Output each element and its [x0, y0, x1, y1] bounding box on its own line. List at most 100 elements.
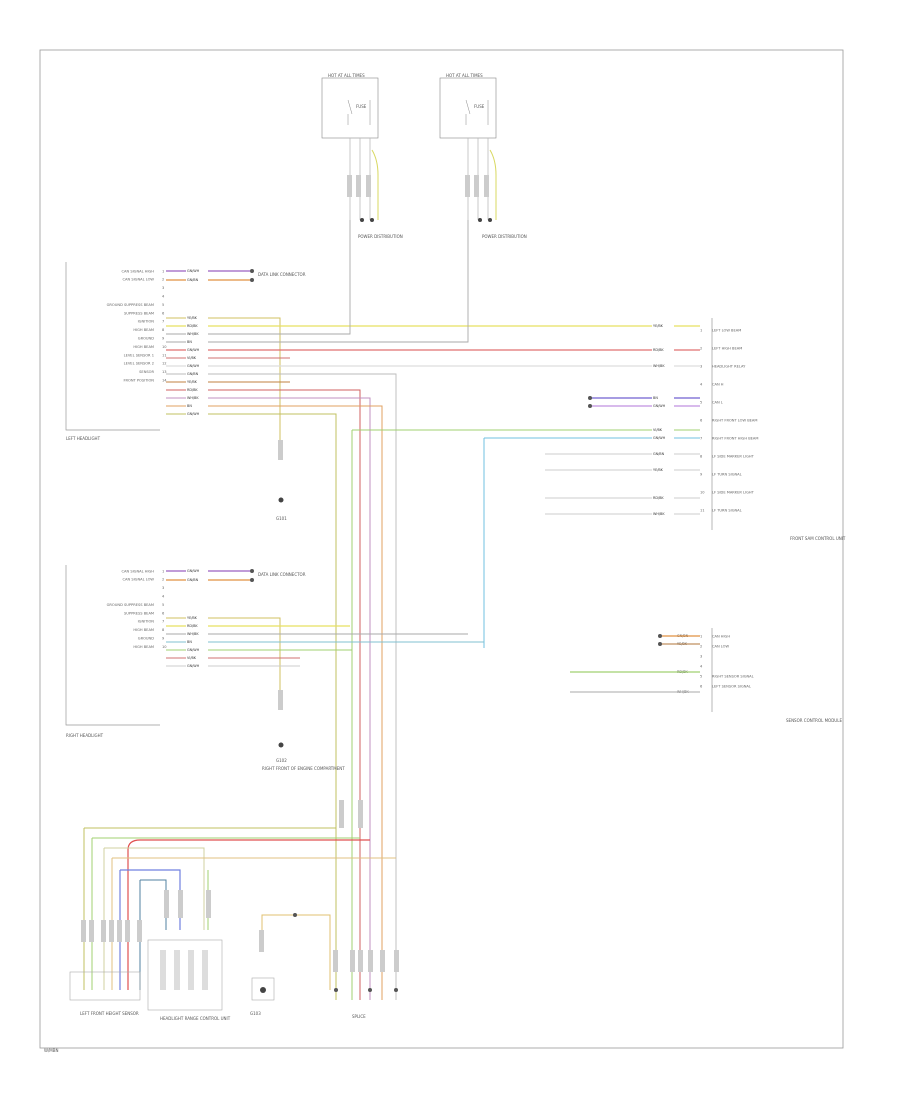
ground-g103: G103	[250, 913, 331, 1016]
wire-label-box	[186, 355, 208, 360]
wire-color-label: BN	[187, 340, 192, 344]
wire-color-label: RD/BK	[653, 348, 664, 352]
pin-label: CAN SIGNAL HIGH	[122, 269, 155, 273]
pin-number: 10	[700, 490, 705, 494]
wire-label-box	[186, 379, 208, 384]
pin-label: LEVEL SENSOR 1	[124, 353, 154, 357]
pin-number: 8	[700, 454, 703, 458]
wire-label-box	[186, 277, 208, 282]
wire-label-box	[652, 347, 674, 352]
wire-label-box	[652, 467, 674, 472]
pin-number: 2	[700, 346, 702, 350]
wire-color-label: GN/BN	[187, 578, 199, 582]
pin-label: LF SIDE MARKER LIGHT	[712, 490, 755, 494]
pin-number: 10	[162, 345, 167, 349]
wire-color-label: RD/BK	[187, 388, 198, 392]
svg-text:G101: G101	[276, 516, 287, 521]
wire-label-box	[186, 568, 208, 573]
pin-number: 6	[162, 611, 165, 615]
wire-color-label: WH/BK	[187, 396, 199, 400]
wire-label-box	[186, 655, 208, 660]
pin-label: HIGH BEAM	[133, 345, 154, 349]
wire-label-box	[652, 451, 674, 456]
wire-label-box	[652, 511, 674, 516]
wire-color-label: BN	[187, 404, 192, 408]
pin-label: RIGHT FRONT HIGH BEAM	[712, 436, 759, 440]
svg-text:HOT AT ALL TIMES: HOT AT ALL TIMES	[328, 73, 365, 78]
wire-color-label: GN/WH	[653, 404, 666, 408]
wire-color-label: RD/BK	[187, 324, 198, 328]
wire-color-label: YE/BK	[653, 324, 664, 328]
wire-color-label: GN/WH	[187, 664, 200, 668]
wire-label-box	[186, 631, 208, 636]
wire-label-box	[186, 363, 208, 368]
pin-number: 7	[162, 620, 164, 624]
pin-label: CAN H	[712, 382, 724, 386]
pin-label: LEVEL SENSOR 2	[124, 362, 154, 366]
wire-color-label: GN/BN	[653, 452, 665, 456]
wire-label-box	[186, 339, 208, 344]
pin-number: 4	[700, 382, 703, 386]
pin-label: CAN LOW	[712, 644, 730, 648]
wire-label-box	[652, 395, 674, 400]
pin-label: CAN L	[712, 400, 723, 404]
pin-label: IGNITION	[138, 620, 155, 624]
wire-label-box	[652, 363, 674, 368]
headlight-range-control-unit: HEADLIGHT RANGE CONTROL UNIT	[147, 890, 231, 1021]
pin-number: 3	[162, 286, 164, 290]
wire-color-label: GN/WH	[187, 648, 200, 652]
pin-number: 13	[162, 370, 167, 374]
pin-number: 8	[162, 628, 165, 632]
wire-label-box	[186, 623, 208, 628]
wire-color-label: YE/BK	[187, 616, 198, 620]
wire-color-label: GN/WH	[653, 436, 666, 440]
pin-label: CAN SIGNAL LOW	[123, 278, 155, 282]
pin-label: RIGHT FRONT LOW BEAM	[712, 418, 758, 422]
pin-label: HIGH BEAM	[133, 645, 154, 649]
right-headlight-wire-labels: GN/WHGN/BNYE/BKRD/BKWH/BKBNGN/WHVI/BKGN/…	[186, 568, 208, 668]
wire-label-box	[186, 371, 208, 376]
pin-label: GROUND SUPPRESS BEAM	[107, 603, 154, 607]
pin-label: HEADLIGHT RELAY	[712, 364, 746, 368]
pin-label: LF TURN SIGNAL	[712, 508, 742, 512]
wire-color-label: VI/BK	[187, 656, 197, 660]
pin-label: FRONT POSITION	[123, 379, 154, 383]
pin-number: 3	[700, 364, 702, 368]
wire-label-box	[186, 395, 208, 400]
wire-color-label: WH/BK	[187, 332, 199, 336]
pin-number: 14	[162, 379, 167, 383]
pin-number: 9	[162, 337, 165, 341]
pin-number: 8	[162, 328, 165, 332]
pin-number: 5	[700, 400, 702, 404]
power-dist-a-connector: POWER DISTRIBUTION	[347, 175, 403, 239]
wire-label-box	[186, 411, 208, 416]
pin-number: 1	[162, 569, 164, 573]
wire-color-label: GN/WH	[187, 269, 200, 273]
wire-color-label: YE/BK	[187, 316, 198, 320]
pin-label: LEFT LOW BEAM	[712, 328, 741, 332]
pin-label: GROUND	[138, 637, 154, 641]
corner-mark: W/MBN	[44, 1048, 59, 1053]
wire-label-box	[186, 323, 208, 328]
ground-g102: G102 RIGHT FRONT OF ENGINE COMPARTMENT	[262, 690, 345, 771]
wire-color-label: BN	[187, 640, 192, 644]
pin-number: 6	[700, 418, 703, 422]
svg-text:SPLICE: SPLICE	[352, 1014, 366, 1019]
wire-label-box	[652, 435, 674, 440]
svg-text:LEFT FRONT HEIGHT SENSOR: LEFT FRONT HEIGHT SENSOR	[80, 1011, 139, 1016]
pin-number: 5	[162, 603, 164, 607]
svg-text:FUSE: FUSE	[474, 104, 485, 109]
pin-number: 11	[162, 353, 167, 357]
pin-number: 1	[700, 634, 702, 638]
wire-color-label: YE/BK	[187, 380, 198, 384]
wire-color-label: WH/BK	[653, 512, 665, 516]
wire-label-box	[652, 427, 674, 432]
pin-number: 2	[162, 578, 164, 582]
pin-number: 5	[162, 303, 164, 307]
wire-color-label: GN/WH	[187, 364, 200, 368]
wire-color-label: GN/WH	[187, 412, 200, 416]
wire-label-box	[652, 495, 674, 500]
